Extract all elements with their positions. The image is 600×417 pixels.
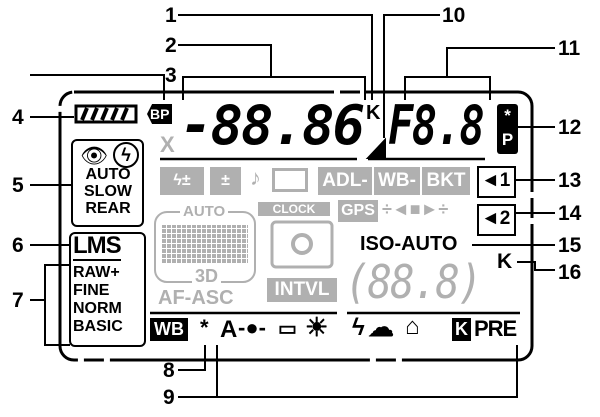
divider-lines xyxy=(150,157,520,315)
bp-indicator: BP xyxy=(147,104,173,124)
k-counter-indicator: K xyxy=(497,250,513,273)
gps-indicator: GPS xyxy=(338,200,378,222)
multiple-exposure-icon xyxy=(272,168,308,192)
callout-13: 13 xyxy=(558,169,582,192)
beep-icon: ♪ xyxy=(250,165,261,190)
callout-10: 10 xyxy=(442,4,466,27)
flash-off-icon: ϟ xyxy=(113,142,139,168)
bracket-indicator: BKT xyxy=(422,167,470,195)
callout-15: 15 xyxy=(558,234,582,257)
leader-right xyxy=(472,126,555,271)
red-eye-icon: 👁 xyxy=(80,143,108,168)
iso-auto-indicator: ISO-AUTO xyxy=(360,233,458,255)
af-3d: 3D xyxy=(192,267,222,286)
callout-1: 1 xyxy=(165,4,177,27)
exposure-counter: (88.8) xyxy=(345,255,482,309)
aperture-display: F8.8 xyxy=(388,94,485,157)
callout-7: 7 xyxy=(12,289,24,312)
leader-bottom xyxy=(178,345,518,398)
battery-icon xyxy=(74,104,138,124)
exposure-comp-icon: ± xyxy=(210,167,241,195)
af-area-mode: AF-ASC xyxy=(158,287,234,309)
lcd-frame xyxy=(58,90,534,362)
callout-11: 11 xyxy=(558,37,581,60)
sunlight-icon: ☀ xyxy=(305,312,329,342)
leader-11 xyxy=(404,47,555,100)
callout-6: 6 xyxy=(12,234,24,257)
wb-finetune-star: * xyxy=(200,315,209,340)
triangle-icon xyxy=(365,137,386,159)
leader-1-10 xyxy=(178,14,440,138)
bracket-2-indicator: ◄2 xyxy=(481,208,511,229)
callout-5: 5 xyxy=(12,174,24,197)
callout-2: 2 xyxy=(165,34,177,57)
callout-4: 4 xyxy=(12,106,24,129)
bracket1-box xyxy=(477,166,516,198)
callout-9: 9 xyxy=(163,386,175,409)
metering-icon xyxy=(270,220,334,269)
leader-left xyxy=(30,116,74,346)
leader-2 xyxy=(178,44,366,100)
interval-indicator: INTVL xyxy=(267,278,337,302)
callout-16: 16 xyxy=(558,261,582,284)
flexible-program-indicator: *P xyxy=(497,104,518,154)
flash-comp-icon: ϟ± xyxy=(160,167,204,195)
bracket-1-indicator: ◄1 xyxy=(481,170,511,191)
flash-sync-x: X xyxy=(160,132,175,157)
adl-bracket: ADL- xyxy=(318,167,372,195)
flash-box xyxy=(71,139,144,227)
color-temp-icon: K xyxy=(452,318,471,341)
af-auto: AUTO xyxy=(180,203,229,220)
quality-box xyxy=(69,232,146,347)
wb-bracket: WB- xyxy=(374,167,420,195)
callout-3: 3 xyxy=(165,64,177,87)
callout-12: 12 xyxy=(558,116,582,139)
callout-8: 8 xyxy=(163,359,175,382)
shade-icon: ⌂ xyxy=(405,313,420,340)
fluorescent-icon: ▭ xyxy=(278,318,297,340)
af-point-grid xyxy=(162,225,248,263)
shutter-speed-display: -88.86 xyxy=(180,94,365,157)
clock-indicator: CLOCK xyxy=(258,202,330,216)
bracket2-box xyxy=(477,204,516,236)
exposure-indicator: ÷◄■►÷ xyxy=(382,199,449,219)
white-balance-icon: WB xyxy=(150,318,188,341)
k-indicator: K xyxy=(366,102,381,124)
incandescent-icon: -●- xyxy=(238,315,266,340)
callout-14: 14 xyxy=(558,202,582,225)
image-size: LMS xyxy=(73,232,122,261)
wb-auto: A xyxy=(220,316,238,343)
flash-icon: ϟ xyxy=(352,314,365,341)
preset-wb: PRE xyxy=(474,316,517,341)
cloudy-icon: ☁ xyxy=(368,312,394,342)
leader-3 xyxy=(30,74,165,100)
